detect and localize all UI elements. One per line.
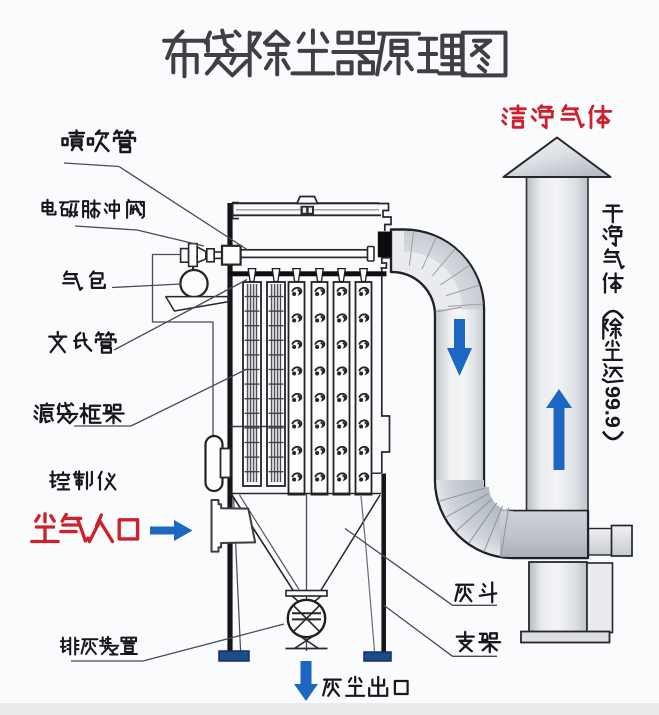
svg-text:99.9: 99.9 [601, 386, 625, 428]
